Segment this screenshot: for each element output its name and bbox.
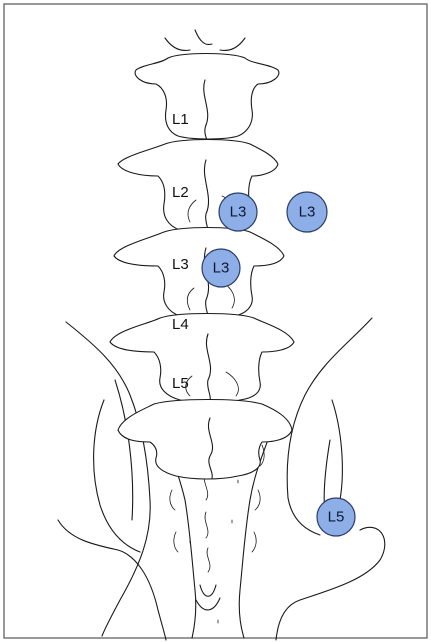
sacral-foramen: [174, 532, 178, 552]
vertebra-l3: [114, 228, 284, 320]
marker-l3-lower: L3: [202, 249, 240, 287]
left-iliac-crest: [66, 322, 150, 636]
median-sacral-crest: [205, 512, 208, 538]
sacral-foramen: [170, 490, 175, 510]
right-ilium-inner: [332, 400, 342, 500]
marker-l5-pelvis: L5: [317, 498, 355, 536]
lumbar-column: [110, 30, 294, 479]
marker-l3-lower-label: L3: [213, 260, 230, 277]
left-hip-lower: [58, 520, 166, 640]
label-l5: L5: [172, 375, 189, 392]
sacral-foramen: [255, 490, 260, 510]
vertebra-l1: [135, 54, 279, 140]
coccyx: [196, 585, 220, 610]
thoracic-stub: [165, 30, 245, 51]
marker-l3-right: L3: [287, 192, 327, 232]
label-l1: L1: [172, 111, 189, 128]
vertebra-l4: [110, 314, 294, 404]
label-l2: L2: [172, 184, 189, 201]
marker-l3-center: L3: [219, 193, 257, 231]
marker-l3-right-label: L3: [299, 204, 316, 221]
marker-l3-center-label: L3: [230, 204, 247, 221]
right-hip-lower: [276, 527, 385, 640]
left-sacroiliac: [115, 380, 133, 520]
marker-l5-pelvis-label: L5: [328, 509, 345, 526]
label-l4: L4: [172, 316, 189, 333]
vertebra-l5: [118, 400, 292, 480]
label-l3: L3: [172, 256, 189, 273]
sacral-foramen: [252, 532, 256, 552]
median-sacral-crest: [207, 548, 210, 572]
